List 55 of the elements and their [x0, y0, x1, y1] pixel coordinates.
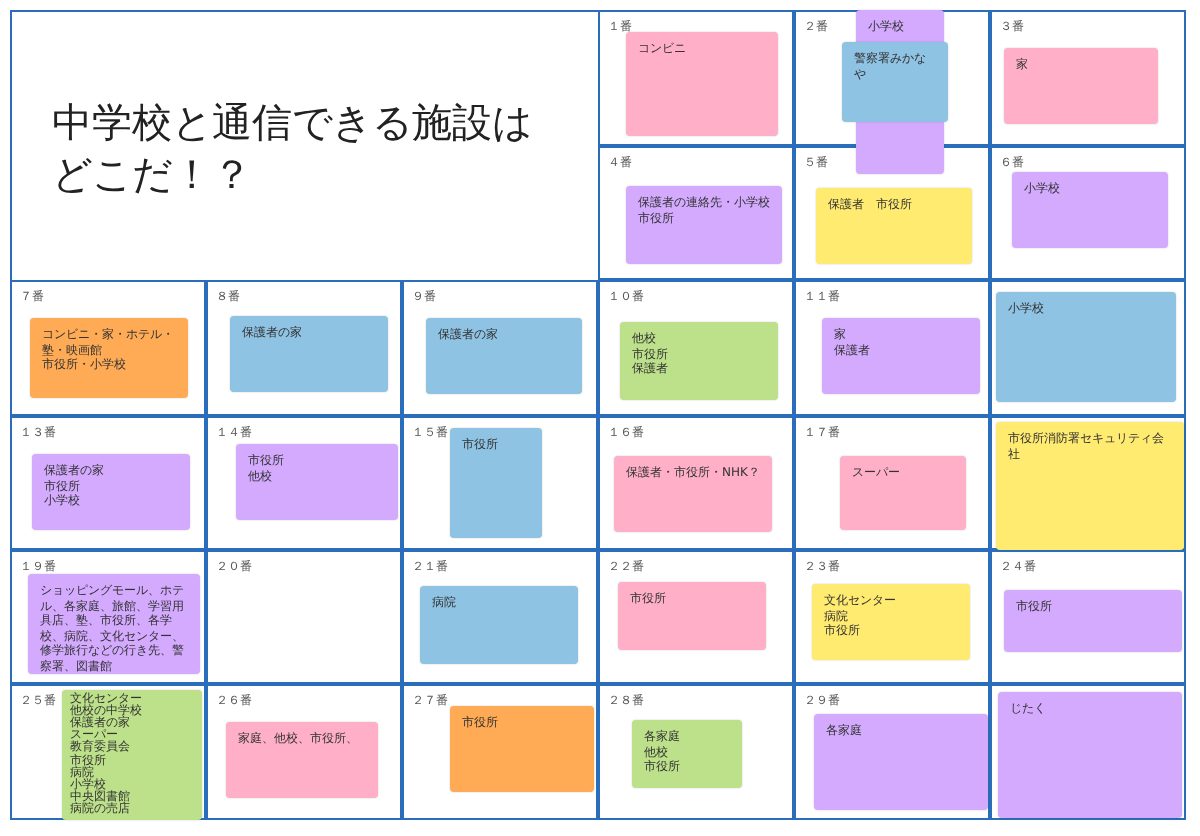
grid-cell: [206, 550, 402, 684]
grid-cell: [990, 146, 1186, 280]
sticky-note: [840, 456, 966, 530]
grid-cell: [598, 146, 794, 280]
grid-cell: [10, 416, 206, 550]
grid-cell: [10, 550, 206, 684]
sticky-note: [226, 722, 378, 798]
sticky-note: [618, 582, 766, 650]
grid-cell: [402, 416, 598, 550]
sticky-note: [62, 690, 202, 820]
sticky-note: [1004, 48, 1158, 124]
sticky-note: [1012, 172, 1168, 248]
sticky-note: [230, 316, 388, 392]
sticky-note: [28, 574, 200, 674]
grid-cell: [990, 280, 1186, 416]
grid-cell: [794, 146, 990, 280]
grid-cell: [206, 684, 402, 820]
grid-cell: [206, 416, 402, 550]
grid-cell: [598, 550, 794, 684]
sticky-note: [236, 444, 398, 520]
grid-cell: [794, 684, 990, 820]
grid-cell: [10, 280, 206, 416]
sticky-note: [816, 188, 972, 264]
grid-cell: [598, 684, 794, 820]
sticky-note: [450, 428, 542, 538]
sticky-note: [426, 318, 582, 394]
sticky-note: [626, 32, 778, 136]
sticky-note: [614, 456, 772, 532]
grid-cell: [206, 280, 402, 416]
grid-cell: [598, 416, 794, 550]
grid-cell: [10, 684, 206, 820]
grid-cell: [402, 550, 598, 684]
title: 中学校と通信できる施設はどこだ！？: [52, 96, 534, 200]
grid-cell: [402, 280, 598, 416]
sticky-note: [996, 292, 1176, 402]
grid-cell: [990, 10, 1186, 146]
sticky-note: [822, 318, 980, 394]
grid-cell: [794, 280, 990, 416]
sticky-note: [842, 42, 948, 122]
grid-cell: [990, 550, 1186, 684]
sticky-note: [420, 586, 578, 664]
grid-cell: [402, 684, 598, 820]
sticky-note: [632, 720, 742, 788]
sticky-note: [30, 318, 188, 398]
sticky-note: [32, 454, 190, 530]
sticky-note: [450, 706, 594, 792]
grid-cell: [598, 10, 794, 146]
grid-cell: [794, 416, 990, 550]
sticky-note: [620, 322, 778, 400]
sticky-note: [1004, 590, 1182, 652]
sticky-note: [626, 186, 782, 264]
grid-cell: [598, 280, 794, 416]
grid-cell: [794, 550, 990, 684]
sticky-note: [814, 714, 988, 810]
sticky-note: [812, 584, 970, 660]
